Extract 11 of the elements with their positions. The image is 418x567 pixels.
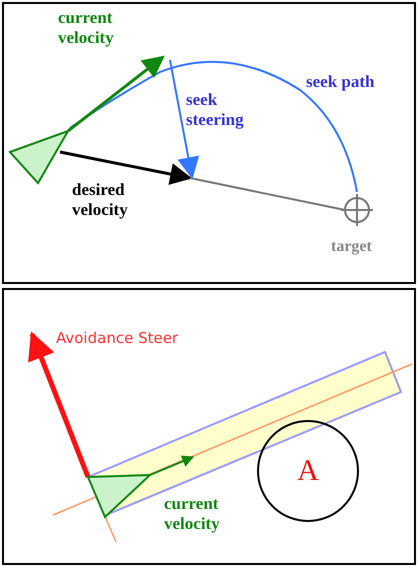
obstacle-circle bbox=[257, 420, 359, 522]
vector-label: current velocity bbox=[58, 8, 115, 48]
target-label: target bbox=[331, 238, 373, 256]
vector-label: seek steering bbox=[186, 90, 245, 130]
vector-label: current velocity bbox=[164, 494, 221, 534]
vector-label: Avoidance Steer bbox=[56, 330, 180, 348]
panel bbox=[2, 288, 416, 565]
obstacle-label: A bbox=[297, 454, 319, 488]
panel bbox=[2, 2, 416, 284]
vector-label: desired velocity bbox=[72, 180, 129, 220]
path-label: seek path bbox=[306, 72, 376, 92]
